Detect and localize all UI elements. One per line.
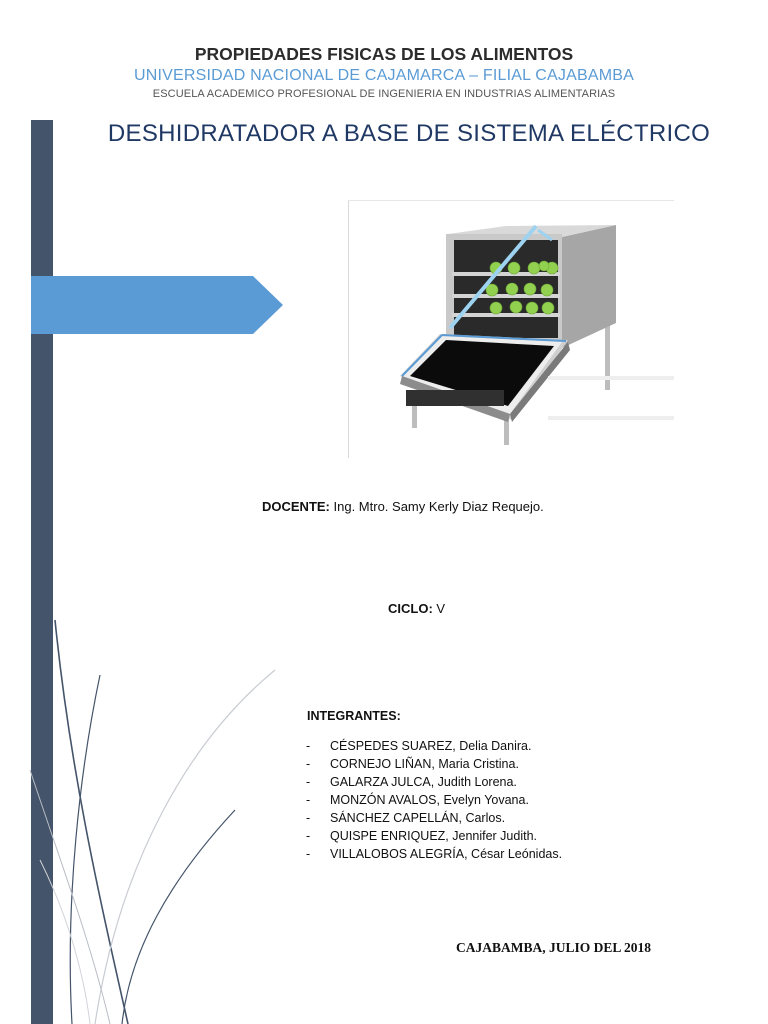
member-name: CORNEJO LIÑAN, Maria Cristina. (330, 757, 519, 771)
university-name: UNIVERSIDAD NACIONAL DE CAJAMARCA – FILI… (133, 67, 634, 84)
list-bullet: - (306, 793, 311, 807)
member-name: CÉSPEDES SUAREZ, Delia Danira. (330, 739, 532, 753)
member-name: MONZÓN AVALOS, Evelyn Yovana. (330, 793, 529, 807)
list-bullet: - (306, 829, 311, 843)
list-item: - QUISPE ENRIQUEZ, Jennifer Judith. (306, 827, 562, 845)
list-bullet: - (306, 775, 311, 789)
list-bullet: - (306, 757, 311, 771)
member-name: SÁNCHEZ CAPELLÁN, Carlos. (330, 811, 506, 825)
list-item: - VILLALOBOS ALEGRÍA, César Leónidas. (306, 845, 562, 863)
docente-value: Ing. Mtro. Samy Kerly Diaz Requejo. (329, 499, 544, 514)
member-name: QUISPE ENRIQUEZ, Jennifer Judith. (330, 829, 538, 843)
sidebar-bar (31, 120, 53, 1024)
member-name: GALARZA JULCA, Judith Lorena. (330, 775, 517, 789)
docente-line: DOCENTE: Ing. Mtro. Samy Kerly Diaz Requ… (262, 499, 544, 514)
ciclo-label: CICLO: (388, 601, 433, 616)
arrow-banner (31, 276, 283, 334)
ciclo-value: V (432, 601, 446, 616)
docente-label: DOCENTE: (262, 499, 330, 514)
list-bullet: - (306, 847, 311, 861)
members-list: - CÉSPEDES SUAREZ, Delia Danira. - CORNEJO… (306, 737, 562, 863)
document-title: DESHIDRATADOR A BASE DE SISTEMA ELÉCTRIC… (107, 120, 711, 147)
list-item: - SÁNCHEZ CAPELLÁN, Carlos. (306, 809, 562, 827)
member-name: VILLALOBOS ALEGRÍA, César Leónidas. (330, 847, 563, 861)
school-name: ESCUELA ACADEMICO PROFESIONAL DE INGENIE… (152, 88, 616, 100)
list-bullet: - (306, 811, 311, 825)
decorative-swirls (29, 619, 276, 1024)
list-item: - GALARZA JULCA, Judith Lorena. (306, 773, 562, 791)
place-date: CAJABAMBA, JULIO DEL 2018 (456, 940, 652, 955)
list-item: - MONZÓN AVALOS, Evelyn Yovana. (306, 791, 562, 809)
list-bullet: - (306, 739, 311, 753)
dehydrator-illustration (348, 200, 674, 458)
ciclo-line: CICLO: V (388, 601, 445, 616)
list-item: - CÉSPEDES SUAREZ, Delia Danira. (306, 737, 562, 755)
course-title: PROPIEDADES FISICAS DE LOS ALIMENTOS (194, 44, 574, 64)
list-item: - CORNEJO LIÑAN, Maria Cristina. (306, 755, 562, 773)
integrantes-label: INTEGRANTES: (307, 709, 401, 723)
